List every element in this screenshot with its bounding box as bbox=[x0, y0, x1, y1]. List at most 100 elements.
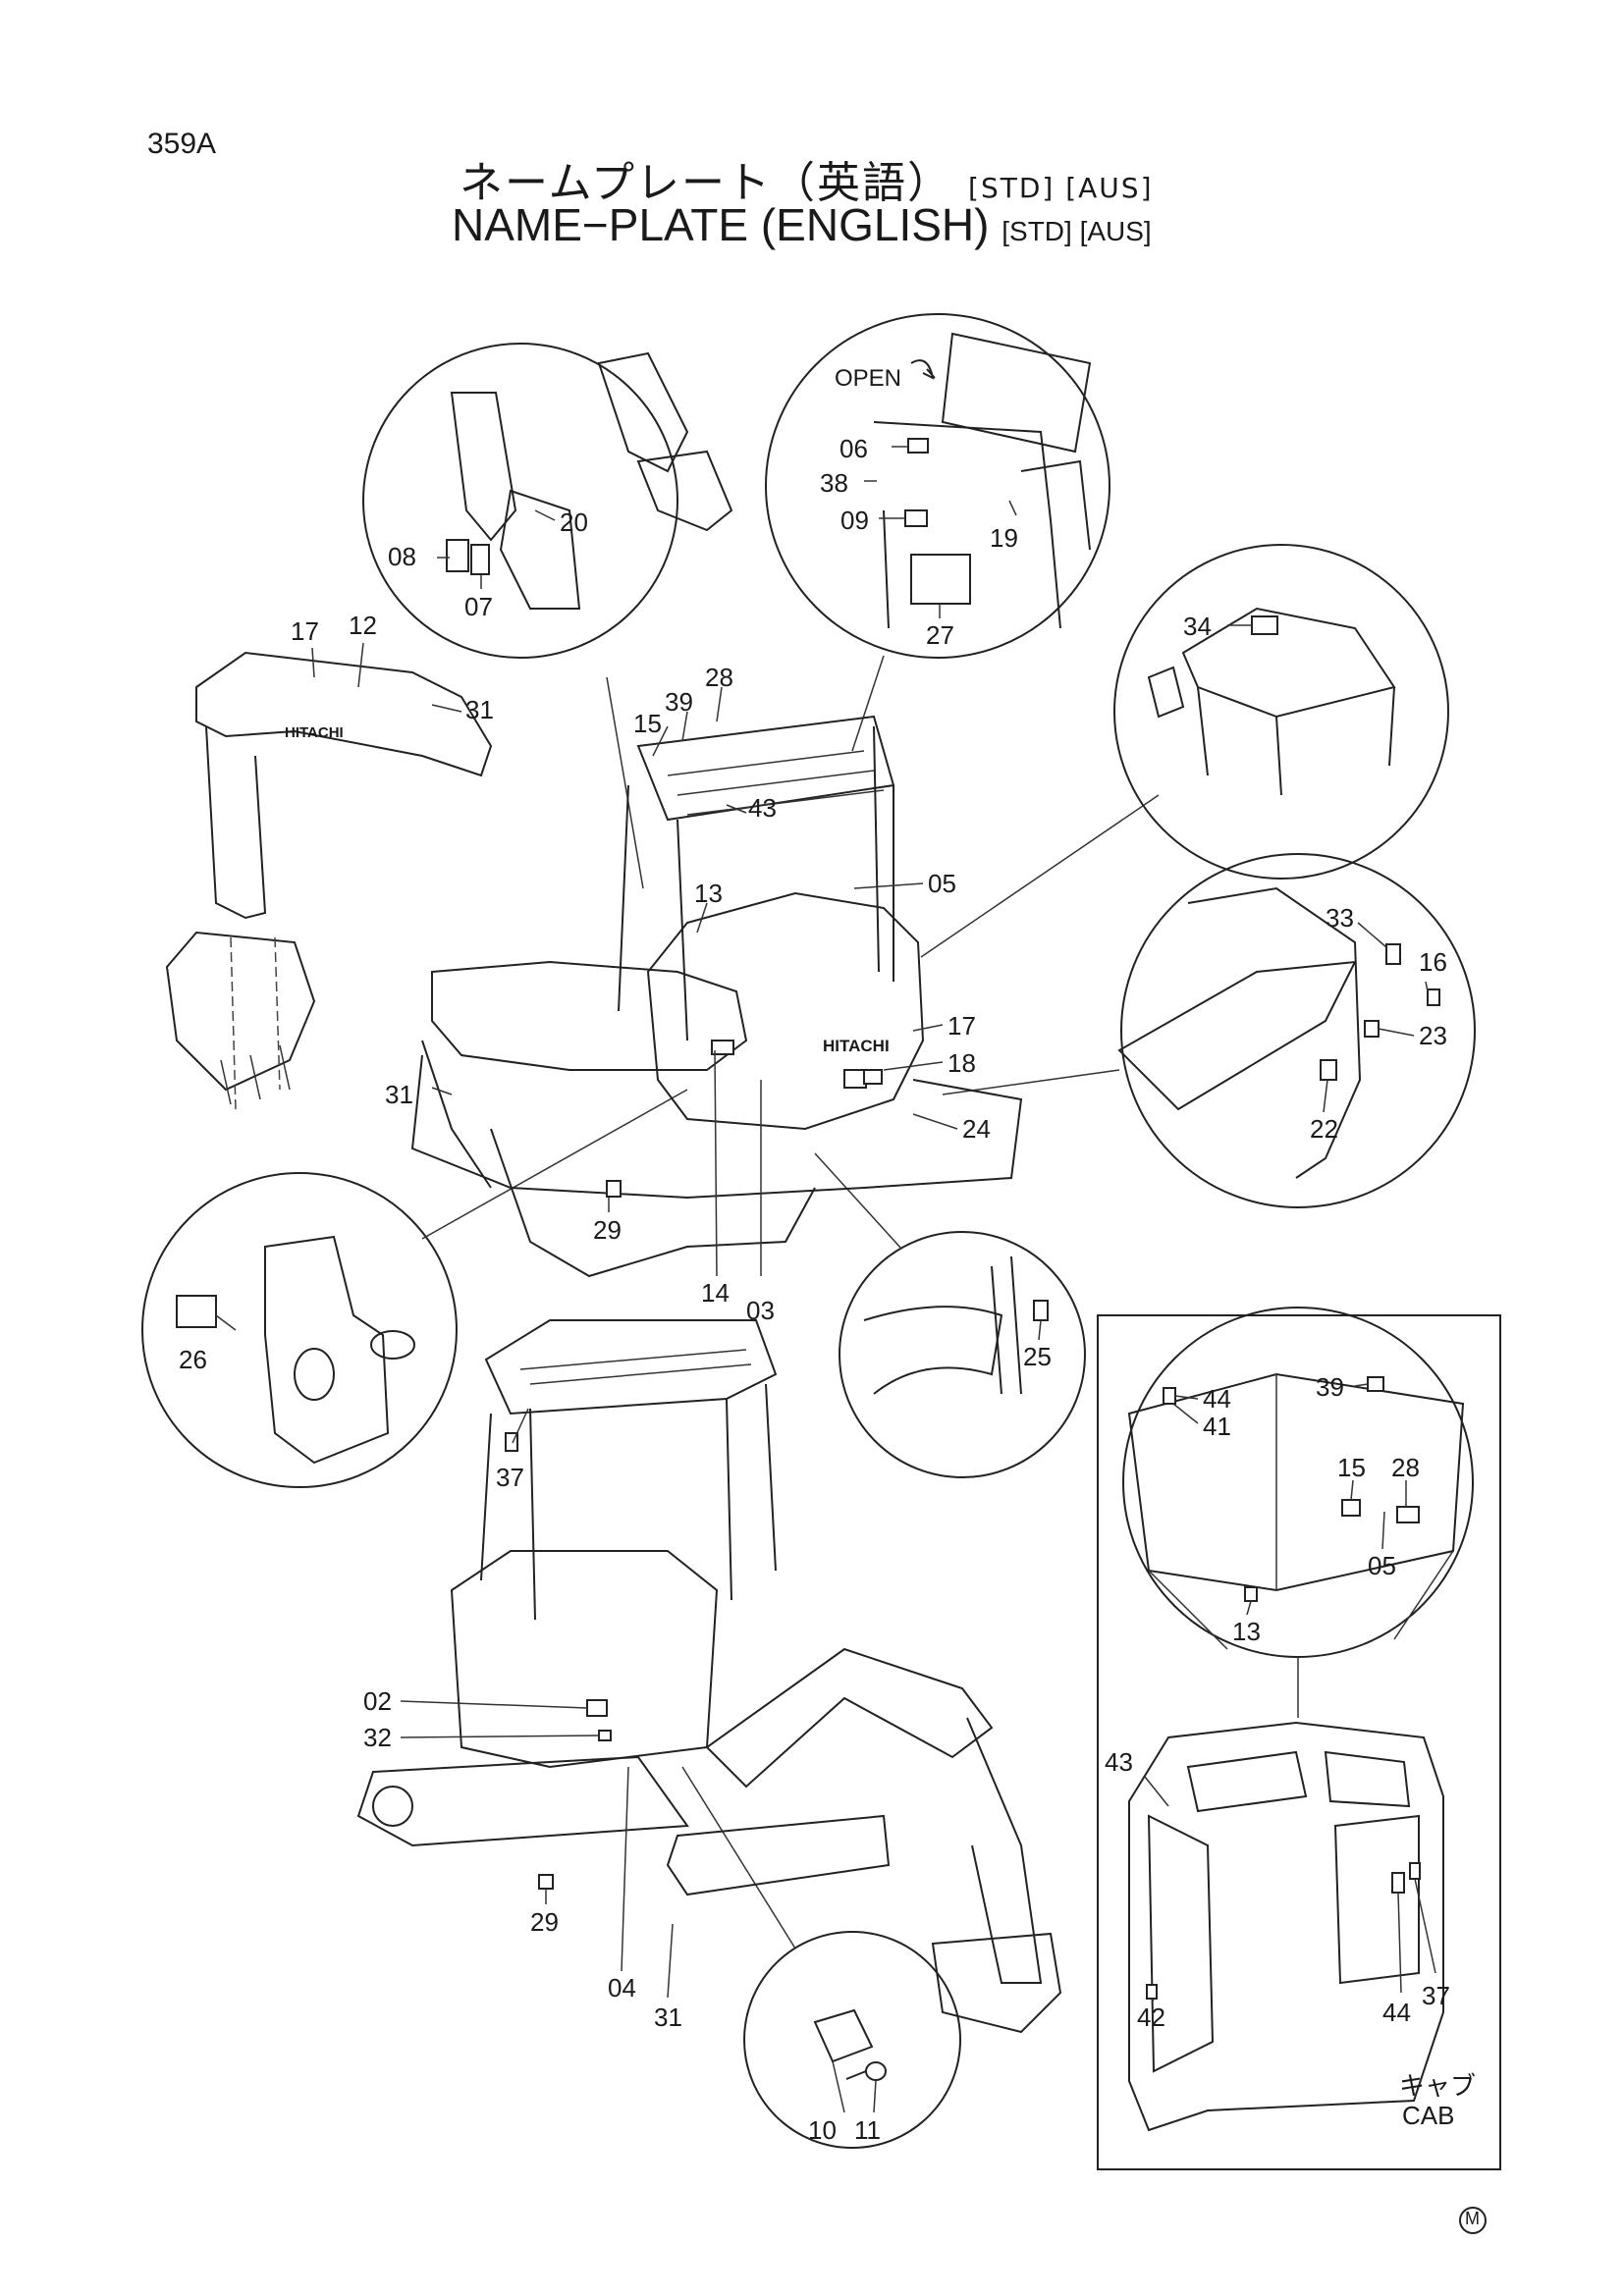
callout-42: 42 bbox=[1137, 2002, 1165, 2032]
upper-bucket bbox=[165, 931, 316, 1092]
plate-28b bbox=[1396, 1506, 1420, 1523]
console-leaders bbox=[864, 446, 1017, 618]
callout-22: 22 bbox=[1310, 1114, 1338, 1144]
lower-canopy-roof bbox=[484, 1319, 778, 1415]
detail-circle-levers bbox=[362, 343, 678, 659]
lower-canopy-posts bbox=[480, 1383, 777, 1621]
callout-15-interior: 15 bbox=[1337, 1453, 1366, 1482]
plate-44b bbox=[1391, 1872, 1405, 1894]
plate-44a bbox=[1163, 1387, 1176, 1405]
plate-39b bbox=[1367, 1376, 1384, 1392]
upper-body bbox=[646, 891, 925, 1131]
callout-31-lower: 31 bbox=[654, 2002, 682, 2032]
plate-29b bbox=[538, 1874, 554, 1890]
upper-track bbox=[490, 1128, 816, 1278]
lower-body bbox=[450, 1550, 719, 1769]
cab-inset-art bbox=[1127, 1372, 1465, 2132]
leader-engine bbox=[920, 794, 1160, 958]
engine-detail-art bbox=[1147, 607, 1396, 796]
plate-23 bbox=[1364, 1020, 1380, 1038]
detail-circle-engine bbox=[1113, 544, 1449, 880]
plate-34 bbox=[1251, 615, 1278, 635]
title-japanese-tags: [STD] [AUS] bbox=[968, 172, 1154, 204]
callout-31-blade: 31 bbox=[385, 1080, 413, 1109]
frame-column bbox=[1187, 886, 1362, 1179]
upper-excavator bbox=[165, 651, 1023, 1278]
callout-43-cab: 43 bbox=[1105, 1747, 1133, 1777]
callout-23: 23 bbox=[1419, 1021, 1447, 1050]
panel-detail-art bbox=[863, 1255, 1049, 1395]
detail-circle-cab-interior bbox=[1122, 1307, 1474, 1658]
callout-29-lower: 29 bbox=[530, 1907, 559, 1937]
label-leaders bbox=[215, 446, 1436, 2113]
lower-bucket bbox=[931, 1932, 1062, 2034]
plate-14 bbox=[711, 1040, 734, 1055]
callout-39-interior: 39 bbox=[1316, 1372, 1344, 1402]
panel-edge bbox=[991, 1255, 1022, 1395]
plate-33 bbox=[1385, 943, 1401, 965]
callout-13-post: 13 bbox=[694, 879, 723, 908]
callout-09: 09 bbox=[840, 506, 869, 535]
callout-20: 20 bbox=[560, 507, 588, 537]
title-japanese: ネームプレート（英語） [STD] [AUS] bbox=[460, 147, 1154, 210]
plate-06 bbox=[907, 438, 929, 454]
callout-06: 06 bbox=[839, 434, 868, 463]
detail-leaders bbox=[215, 1314, 1042, 1341]
callout-18: 18 bbox=[947, 1048, 976, 1078]
callout-02: 02 bbox=[363, 1686, 392, 1716]
frame-plate bbox=[1117, 960, 1357, 1111]
tank-detail-art bbox=[176, 1235, 415, 1465]
callout-05-interior: 05 bbox=[1368, 1551, 1396, 1580]
plate-13b bbox=[1244, 1586, 1258, 1602]
plate-detail-art bbox=[813, 2008, 887, 2081]
title-english-tags: [STD] [AUS] bbox=[1001, 216, 1152, 246]
console-lid bbox=[941, 332, 1092, 454]
cab-roof-panels bbox=[1186, 1750, 1411, 1813]
upper-arm-hidden bbox=[230, 936, 281, 1110]
screw-head bbox=[865, 2061, 887, 2081]
callout-43-roof: 43 bbox=[748, 793, 777, 823]
open-arrow bbox=[910, 359, 936, 380]
upper-blade bbox=[421, 1040, 492, 1189]
callout-11: 11 bbox=[854, 2115, 881, 2145]
cab-leaders bbox=[1144, 1383, 1436, 2002]
callout-44-cab: 44 bbox=[1382, 1998, 1411, 2027]
callout-04: 04 bbox=[608, 1973, 636, 2002]
console-detail-art bbox=[873, 332, 1092, 629]
upper-bucket-teeth bbox=[220, 1044, 291, 1105]
detail-circle-panel bbox=[839, 1231, 1086, 1478]
plate-32 bbox=[598, 1730, 612, 1741]
plate-16 bbox=[1427, 988, 1440, 1006]
callout-32: 32 bbox=[363, 1723, 392, 1752]
leader-panel bbox=[814, 1152, 902, 1250]
callout-26: 26 bbox=[179, 1345, 207, 1374]
lower-canopy-ribs bbox=[519, 1349, 752, 1385]
leader-levers bbox=[606, 676, 644, 889]
title-english: NAME−PLATE (ENGLISH) [STD] [AUS] bbox=[452, 198, 1152, 251]
lower-arm bbox=[966, 1717, 1043, 1984]
detail-circle-plate bbox=[743, 1931, 961, 2149]
callout-39-roof: 39 bbox=[665, 687, 693, 717]
callout-15-roof: 15 bbox=[633, 709, 662, 738]
cab-shell bbox=[1128, 1721, 1444, 2132]
engine-hose bbox=[1147, 666, 1185, 719]
callout-03: 03 bbox=[746, 1296, 775, 1325]
footer-mark-circle bbox=[1459, 2207, 1487, 2234]
callout-17-boom: 17 bbox=[291, 616, 319, 646]
plate-07 bbox=[470, 544, 490, 575]
engine-top bbox=[1181, 607, 1396, 719]
footer-mark: M bbox=[1465, 2209, 1480, 2228]
cab-inset-frame bbox=[1097, 1314, 1501, 2170]
callout-16: 16 bbox=[1419, 947, 1447, 977]
callout-28-interior: 28 bbox=[1391, 1453, 1420, 1482]
cab-label-english: CAB bbox=[1402, 2101, 1455, 2130]
plate-27 bbox=[910, 554, 971, 605]
tank-body bbox=[264, 1235, 390, 1465]
engine-sides bbox=[1197, 686, 1395, 796]
callout-08: 08 bbox=[388, 542, 416, 571]
callout-37-cab: 37 bbox=[1422, 1981, 1450, 2010]
console-body bbox=[873, 421, 1091, 629]
callout-13-interior: 13 bbox=[1232, 1617, 1261, 1646]
lever-base-right bbox=[636, 450, 733, 532]
callout-14: 14 bbox=[701, 1278, 730, 1308]
